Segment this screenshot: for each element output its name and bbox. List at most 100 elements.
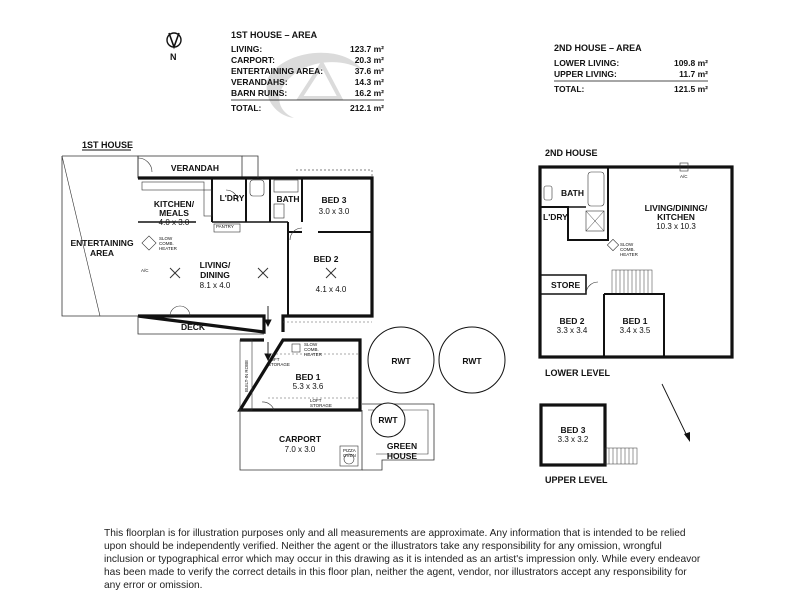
area-row-value: 14.3 m²	[355, 77, 384, 87]
entertaining-area-label-2: AREA	[90, 248, 114, 258]
bed2-label: BED 2	[313, 254, 338, 264]
area-total-label: TOTAL:	[554, 84, 585, 94]
bed2-dims: 4.1 x 4.0	[316, 285, 347, 294]
compass-north-label: N	[170, 52, 177, 62]
h2-bed2-label: BED 2	[559, 316, 584, 326]
heater-icon	[141, 235, 157, 251]
h2-bed1-dims: 3.4 x 3.5	[620, 326, 651, 335]
h2-living-dims: 10.3 x 10.3	[656, 222, 696, 231]
living-dims: 8.1 x 4.0	[200, 281, 231, 290]
disclaimer: This floorplan is for illustration purpo…	[104, 527, 704, 592]
h2-heater-label-3: HEATER	[620, 252, 639, 257]
laundry-label: L'DRY	[220, 193, 245, 203]
bed3-dims: 3.0 x 3.0	[319, 207, 350, 216]
loft-storage-label: LOFT	[310, 398, 322, 403]
h2-laundry-label: L'DRY	[543, 212, 568, 222]
area-row-value: 16.2 m²	[355, 88, 384, 98]
living-label: LIVING/	[200, 260, 231, 270]
h2-heater-label: SLOW	[620, 242, 634, 247]
watermark-logo	[266, 52, 362, 118]
carport-label: CARPORT	[279, 434, 322, 444]
heater-label-2: COMB.	[304, 347, 319, 352]
stair-arrow-icon	[264, 306, 272, 362]
rwt-label: RWT	[391, 356, 411, 366]
lower-level-label: LOWER LEVEL	[545, 368, 611, 378]
staircase-icon	[611, 269, 653, 295]
carport-dims: 7.0 x 3.0	[285, 445, 316, 454]
rwt-tank: RWT	[367, 326, 435, 394]
pizza-oven-label: PIZZA	[343, 448, 356, 453]
area-total-value: 212.1 m²	[350, 103, 384, 113]
h2-heater-label-2: COMB.	[620, 247, 635, 252]
verandah-label: VERANDAH	[171, 163, 219, 173]
area-row-value: 123.7 m²	[350, 44, 384, 54]
area-row-label: ENTERTAINING AREA:	[231, 66, 323, 76]
area-row-label: CARPORT:	[231, 55, 275, 65]
loft-storage-label-2: STORAGE	[310, 403, 332, 408]
area-row-value: 109.8 m²	[674, 58, 708, 68]
deck-label: DECK	[181, 322, 206, 332]
entertaining-area-label: ENTERTAINING	[70, 238, 134, 248]
area-row-label: LOWER LIVING:	[554, 58, 619, 68]
h2-bed3-dims: 3.3 x 3.2	[558, 435, 589, 444]
house2-area-title: 2ND HOUSE – AREA	[554, 43, 642, 53]
bed3-label: BED 3	[321, 195, 346, 205]
house2-plan: 2ND HOUSE BATH L'DRY A/C SLOW COMB. HEAT…	[538, 148, 734, 485]
kitchen-dims: 4.0 x 3.0	[159, 218, 190, 227]
area-row-value: 37.6 m²	[355, 66, 384, 76]
rwt-label: RWT	[378, 415, 398, 425]
heater-label: SLOW	[304, 342, 318, 347]
kitchen-label: KITCHEN/	[154, 199, 195, 209]
area-total-label: TOTAL:	[231, 103, 262, 113]
robe-label: BUILT-IN ROBE	[244, 360, 249, 392]
area-row-label: LIVING:	[231, 44, 262, 54]
heater-label-3: HEATER	[304, 352, 323, 357]
area-row-label: BARN RUINS:	[231, 88, 287, 98]
north-compass-icon: N	[166, 32, 182, 62]
h2-bath-label: BATH	[561, 188, 584, 198]
direction-arrow-icon	[661, 383, 690, 442]
heater-label: SLOW	[159, 236, 173, 241]
living-label-2: DINING	[200, 270, 230, 280]
pantry-label: PANTRY	[216, 224, 234, 229]
loft-storage-label: LOFT	[268, 357, 280, 362]
house1-area-title: 1ST HOUSE – AREA	[231, 30, 318, 40]
h2-store-label: STORE	[551, 280, 580, 290]
loft-storage-label-2: STORAGE	[268, 362, 290, 367]
house2-heading: 2ND HOUSE	[545, 148, 598, 158]
ceiling-fan-icon	[169, 267, 337, 279]
ac-label: A/C	[141, 268, 149, 273]
greenhouse-label-2: HOUSE	[387, 451, 418, 461]
disclaimer-text: This floorplan is for illustration purpo…	[104, 528, 701, 591]
pizza-oven-label-2: OVEN	[343, 453, 356, 458]
house1-area-table: 1ST HOUSE – AREA LIVING: 123.7 m² CARPOR…	[231, 30, 384, 113]
greenhouse-label: GREEN	[387, 441, 417, 451]
kitchen-label-2: MEALS	[159, 208, 189, 218]
h2-bed2-dims: 3.3 x 3.4	[557, 326, 588, 335]
house1-heading: 1ST HOUSE	[82, 140, 133, 150]
h2-living-label: LIVING/DINING/	[645, 203, 708, 213]
h2-living-label-2: KITCHEN	[657, 212, 695, 222]
h2-bed3-label: BED 3	[560, 425, 585, 435]
area-total-value: 121.5 m²	[674, 84, 708, 94]
bath-label: BATH	[277, 194, 300, 204]
area-row-label: VERANDAHS:	[231, 77, 288, 87]
heater-label-2: COMB.	[159, 241, 174, 246]
staircase-icon	[604, 447, 638, 465]
bed1-label: BED 1	[295, 372, 320, 382]
rwt-tank: RWT	[370, 402, 406, 438]
area-row-value: 20.3 m²	[355, 55, 384, 65]
house1-plan: 1ST HOUSE ENTERTAINING AREA VERANDAH	[61, 140, 506, 471]
upper-level-label: UPPER LEVEL	[545, 475, 608, 485]
rwt-tank: RWT	[438, 326, 506, 394]
heater-label-3: HEATER	[159, 246, 178, 251]
h2-bed1-label: BED 1	[622, 316, 647, 326]
heater-icon	[291, 343, 301, 353]
pizza-oven-icon	[339, 445, 359, 467]
rwt-label: RWT	[462, 356, 482, 366]
h2-ac-label: A/C	[680, 174, 688, 179]
area-row-label: UPPER LIVING:	[554, 69, 617, 79]
area-row-value: 11.7 m²	[679, 69, 708, 79]
house2-area-table: 2ND HOUSE – AREA LOWER LIVING: 109.8 m² …	[554, 43, 708, 94]
